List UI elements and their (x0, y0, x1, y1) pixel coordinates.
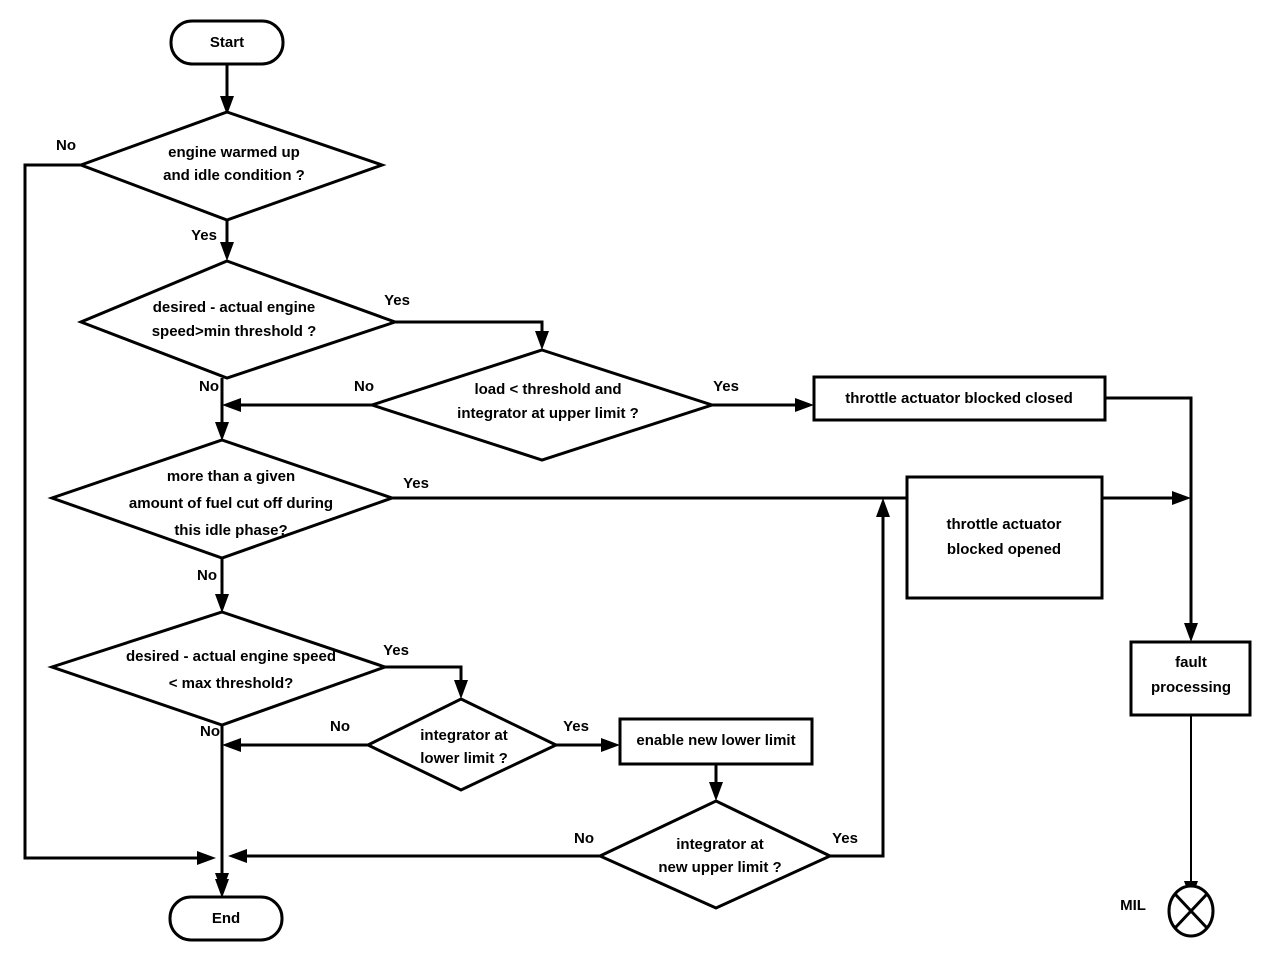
edge-fault-to-mil (1184, 715, 1198, 900)
node-d4-line1: more than a given (167, 468, 295, 485)
node-decision-engine-warmed[interactable]: engine warmed up and idle condition ? (76, 110, 387, 222)
node-start[interactable]: Start (169, 19, 285, 66)
edge-d5-yes-to-d6 (385, 665, 468, 699)
node-d1-line2: and idle condition ? (163, 167, 305, 184)
edge-start-to-d1 (220, 63, 234, 115)
node-d3-line2: integrator at upper limit ? (457, 405, 639, 422)
edge-p1-to-fault (1105, 396, 1198, 642)
node-process-enable-new-lower-limit[interactable]: enable new lower limit (618, 717, 814, 766)
edge-label-d6-no: No (330, 718, 350, 735)
node-d4-line2: amount of fuel cut off during (129, 495, 333, 512)
edge-d3-no-merge (222, 398, 372, 412)
edge-label-d4-no: No (197, 567, 217, 584)
edge-label-d5-yes: Yes (383, 642, 409, 659)
node-decision-fuel-cut-off[interactable]: more than a given amount of fuel cut off… (47, 438, 397, 560)
node-process-fault-processing[interactable]: fault processing (1129, 640, 1252, 717)
edge-junction-to-end (215, 856, 229, 898)
edge-p2-to-right-vertical (1102, 491, 1191, 505)
edge-label-d5-no: No (200, 723, 220, 740)
node-d2-line2: speed>min threshold ? (152, 323, 317, 340)
node-d3-line1: load < threshold and (474, 381, 621, 398)
edge-d6-no-merge (222, 738, 368, 752)
node-p1-line1: throttle actuator blocked closed (845, 390, 1073, 407)
edge-d2-no-to-d4 (215, 378, 229, 441)
node-mil-indicator[interactable]: MIL (1120, 884, 1215, 938)
edge-label-d2-yes: Yes (384, 292, 410, 309)
node-end[interactable]: End (168, 895, 284, 942)
node-p4-line2: processing (1151, 679, 1231, 696)
edge-d4-no-to-d5 (215, 558, 229, 613)
edge-d2-yes-to-d3 (395, 320, 549, 350)
node-end-label: End (212, 910, 240, 927)
node-d5-line2: < max threshold? (169, 675, 294, 692)
node-p2-line1: throttle actuator (946, 516, 1061, 533)
node-p4-line1: fault (1175, 654, 1207, 671)
edge-label-d3-yes: Yes (713, 378, 739, 395)
node-start-label: Start (210, 34, 244, 51)
node-p3-line1: enable new lower limit (636, 732, 795, 749)
node-d2-line1: desired - actual engine (153, 299, 316, 316)
edge-p3-to-d7 (709, 764, 723, 801)
edge-d1-yes-to-d2 (220, 220, 234, 261)
edge-label-d7-no: No (574, 830, 594, 847)
node-decision-min-threshold[interactable]: desired - actual engine speed>min thresh… (76, 259, 400, 380)
node-d6-line1: integrator at (420, 727, 508, 744)
node-d4-line3: this idle phase? (174, 522, 287, 539)
edge-label-d1-no: No (56, 137, 76, 154)
node-process-throttle-blocked-closed[interactable]: throttle actuator blocked closed (812, 375, 1107, 422)
node-d5-line1: desired - actual engine speed (126, 648, 336, 665)
node-mil-label: MIL (1120, 897, 1146, 914)
edge-d3-yes-to-p1 (712, 398, 814, 412)
node-decision-max-threshold[interactable]: desired - actual engine speed < max thre… (47, 610, 390, 727)
edge-label-d3-no: No (354, 378, 374, 395)
edge-label-d1-yes: Yes (191, 227, 217, 244)
edge-label-d7-yes: Yes (832, 830, 858, 847)
edge-d6-yes-to-p3 (556, 738, 620, 752)
edge-d1-no-return (23, 163, 216, 865)
node-d6-line2: lower limit ? (420, 750, 508, 767)
node-d7-line2: new upper limit ? (658, 859, 781, 876)
node-process-throttle-blocked-opened[interactable]: throttle actuator blocked opened (905, 475, 1104, 600)
node-decision-load-threshold[interactable]: load < threshold and integrator at upper… (367, 348, 717, 462)
node-d7-line1: integrator at (676, 836, 764, 853)
node-decision-integrator-lower[interactable]: integrator at lower limit ? (364, 697, 560, 792)
node-d1-line1: engine warmed up (168, 144, 300, 161)
edge-label-d4-yes: Yes (403, 475, 429, 492)
edge-label-d6-yes: Yes (563, 718, 589, 735)
edge-d7-no-merge (228, 849, 600, 863)
edge-d7-yes-up (830, 498, 890, 858)
node-p2-line2: blocked opened (947, 541, 1061, 558)
node-decision-integrator-new-upper[interactable]: integrator at new upper limit ? (596, 799, 834, 910)
edge-label-d2-no: No (199, 378, 219, 395)
